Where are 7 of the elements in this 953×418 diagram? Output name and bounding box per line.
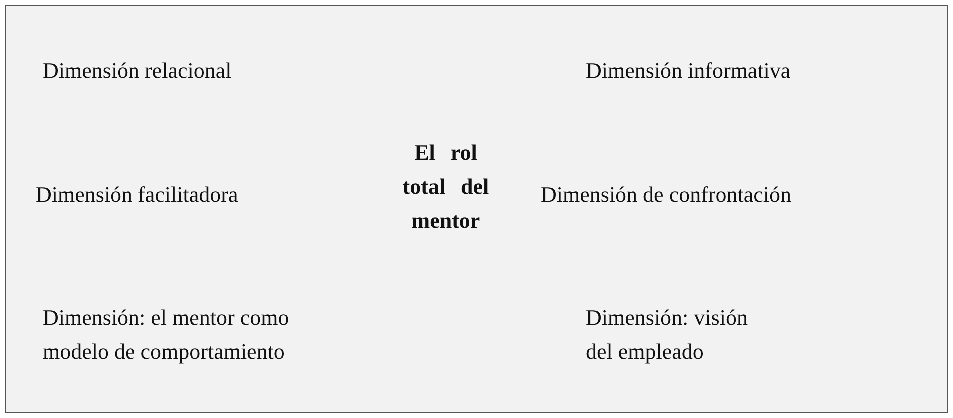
center-title: El rol total del mentor bbox=[402, 139, 490, 235]
dimension-label: Dimensión relacional bbox=[43, 57, 233, 85]
dimension-label: Dimensión facilitadora bbox=[36, 181, 240, 209]
dimension-label: Dimensión: visión del empleado bbox=[586, 304, 749, 366]
dimension-label: Dimensión de confrontación bbox=[541, 181, 792, 209]
dimension-label: Dimensión informativa bbox=[586, 57, 792, 85]
dimension-label: Dimensión: el mentor como modelo de comportamiento bbox=[43, 304, 290, 366]
